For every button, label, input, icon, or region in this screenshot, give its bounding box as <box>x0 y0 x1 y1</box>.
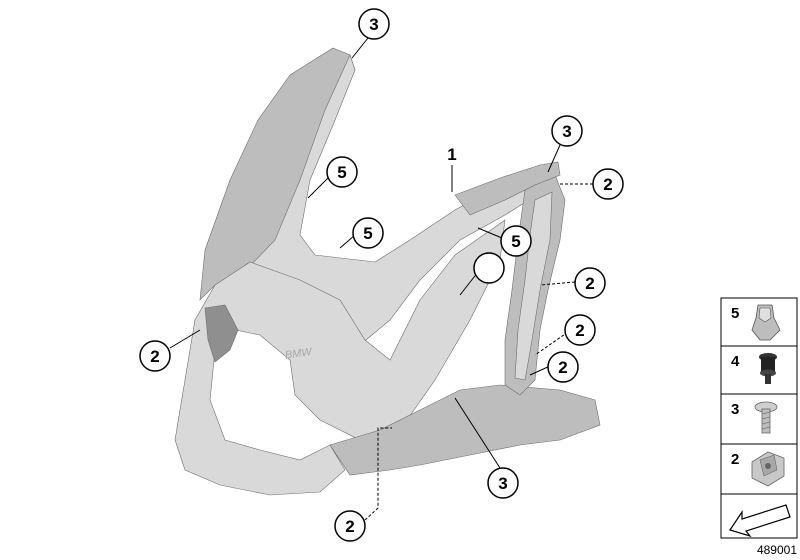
callout-c3c: 3 <box>487 467 519 499</box>
leader-c5a <box>307 177 329 199</box>
svg-text:5: 5 <box>337 163 346 182</box>
callout-c5b: 5 <box>352 217 384 249</box>
svg-text:1: 1 <box>447 145 456 164</box>
leader-lines <box>169 37 593 521</box>
leader-c5b <box>339 234 356 249</box>
svg-text:2: 2 <box>585 274 594 293</box>
panel-lower-flange <box>329 384 601 476</box>
svg-text:5: 5 <box>363 224 372 243</box>
callout-c3a: 3 <box>358 8 390 40</box>
callout-c2f: 2 <box>334 510 366 542</box>
leader-c3c <box>454 397 501 469</box>
callout-c2d: 2 <box>564 314 596 346</box>
parts-legend: 5 4 3 2 <box>720 297 798 539</box>
callout-c5c <box>473 252 505 284</box>
callout-c2c: 2 <box>139 340 171 372</box>
torx-screw-icon <box>754 401 778 434</box>
callout-c3b: 3 <box>551 115 583 147</box>
legend-number-2: 2 <box>731 451 739 468</box>
svg-text:5: 5 <box>511 232 520 251</box>
legend-number-3: 3 <box>731 401 739 418</box>
svg-text:2: 2 <box>345 517 354 536</box>
svg-text:2: 2 <box>150 347 159 366</box>
panel-right-bracket-face <box>514 191 553 381</box>
leader-c4 <box>477 227 503 239</box>
callouts: 3 1 3 2 5 5 5 2 <box>139 8 624 542</box>
rubber-grommet-screw-icon <box>759 353 777 384</box>
callout-c1: 1 <box>447 145 456 164</box>
leader-c2b <box>539 281 576 286</box>
callout-c5a: 5 <box>326 156 358 188</box>
svg-text:3: 3 <box>369 15 378 34</box>
leader-c2f <box>364 427 392 521</box>
callout-c2e: 2 <box>547 351 579 383</box>
callout-c2b: 2 <box>574 267 606 299</box>
leader-c3b <box>547 144 561 173</box>
front-trim-panel: BMW <box>174 47 601 496</box>
svg-text:3: 3 <box>562 122 571 141</box>
legend-number-5: 5 <box>731 305 739 322</box>
panel-inner-shadow <box>204 304 239 363</box>
u-nut-icon <box>751 451 785 487</box>
svg-text:3: 3 <box>498 474 507 493</box>
panel-nose <box>174 219 506 496</box>
leader-c3a <box>351 37 369 59</box>
direction-arrow-icon <box>729 504 791 538</box>
leader-c5c <box>459 271 479 296</box>
emblem-text: BMW <box>284 346 314 362</box>
svg-text:2: 2 <box>575 321 584 340</box>
leader-c2c <box>169 329 201 349</box>
legend-number-4: 4 <box>731 353 740 370</box>
clip-nut-icon <box>751 304 781 341</box>
panel-upper-edge <box>454 161 561 216</box>
drawing-number: 489001 <box>757 543 797 557</box>
leader-c2d <box>534 331 569 356</box>
callout-c2a: 2 <box>592 168 624 200</box>
svg-text:2: 2 <box>603 175 612 194</box>
svg-text:2: 2 <box>558 358 567 377</box>
leader-c2e <box>529 365 551 376</box>
callout-c4: 5 <box>500 225 532 257</box>
